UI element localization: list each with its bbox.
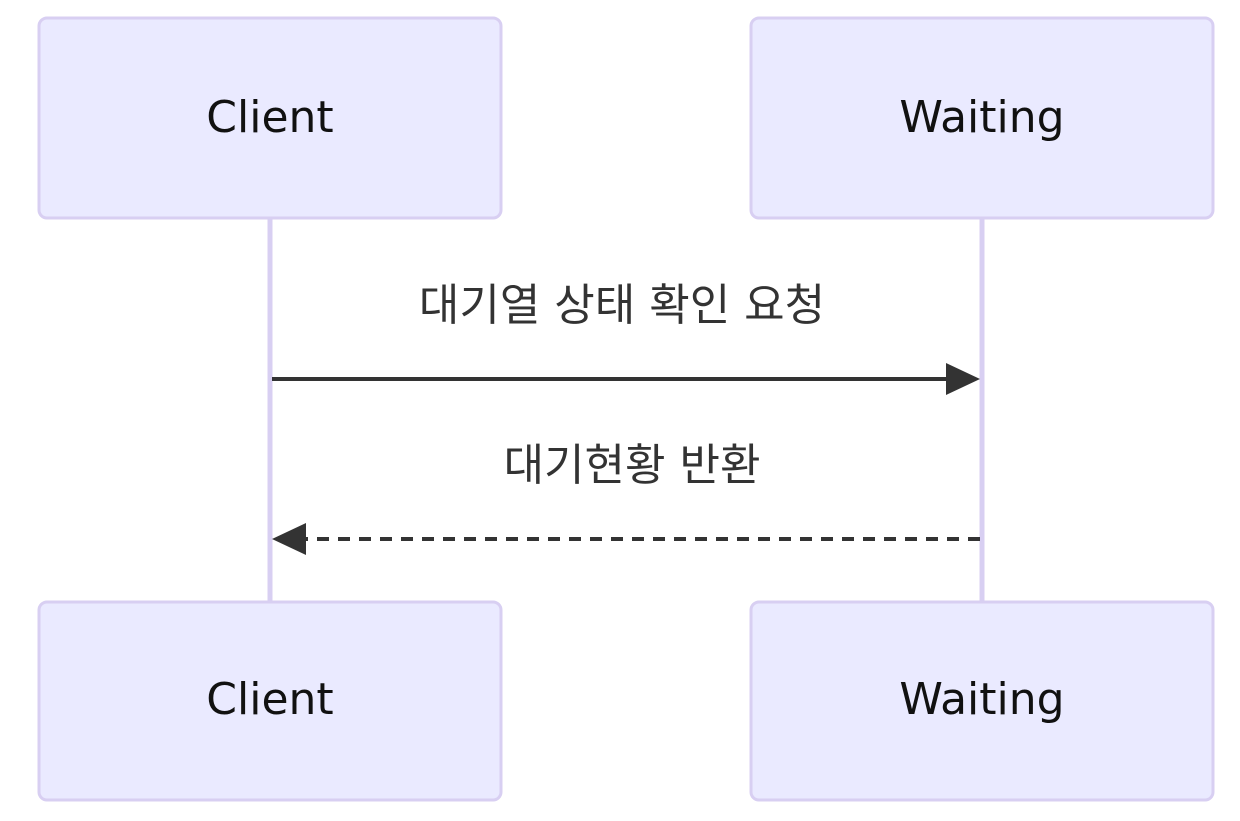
message-response-arrowhead — [272, 523, 306, 555]
client-actor-top: Client — [37, 16, 503, 220]
message-response-label: 대기현황 반환 — [504, 440, 761, 491]
waiting-actor-bottom-label: Waiting — [899, 674, 1064, 725]
waiting-actor-top: Waiting — [749, 16, 1215, 220]
client-actor-bottom-label: Client — [206, 674, 333, 725]
waiting-actor-bottom: Waiting — [749, 600, 1215, 802]
message-request-arrowhead — [946, 363, 980, 395]
client-actor-bottom: Client — [37, 600, 503, 802]
message-response: 대기현황 반환 — [272, 440, 980, 555]
message-request-label: 대기열 상태 확인 요청 — [419, 280, 825, 331]
waiting-actor-top-label: Waiting — [899, 92, 1064, 143]
message-request: 대기열 상태 확인 요청 — [272, 280, 980, 395]
client-actor-top-label: Client — [206, 92, 333, 143]
